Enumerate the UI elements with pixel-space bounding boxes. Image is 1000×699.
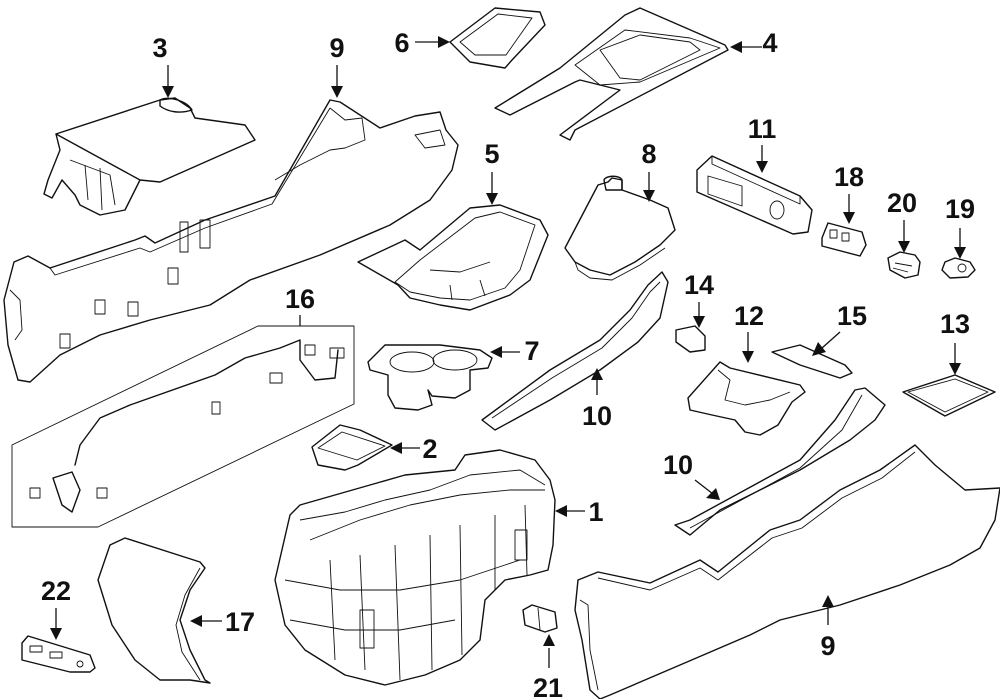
callout-18: 18: [834, 162, 864, 224]
svg-text:9: 9: [329, 33, 344, 63]
callout-1: 1: [555, 497, 604, 527]
svg-text:17: 17: [225, 607, 255, 637]
callout-11: 11: [748, 114, 777, 173]
part-shift-boot[interactable]: [564, 175, 676, 281]
callout-2: 2: [390, 434, 438, 464]
svg-text:7: 7: [524, 336, 539, 366]
part-switch-panel[interactable]: [696, 155, 813, 235]
part-console-side-panel-right[interactable]: [574, 444, 1000, 699]
callout-12: 12: [734, 301, 764, 363]
callout-10-left: 10: [582, 368, 612, 431]
callout-3: 3: [152, 33, 174, 98]
part-usb-port[interactable]: [821, 222, 867, 257]
svg-text:5: 5: [484, 139, 499, 169]
svg-text:10: 10: [663, 450, 693, 480]
part-retainer[interactable]: [522, 604, 558, 633]
callout-14: 14: [684, 270, 714, 328]
part-tray-insert[interactable]: [311, 424, 393, 471]
svg-text:19: 19: [945, 194, 975, 224]
callout-8: 8: [641, 139, 657, 202]
part-mounting-bracket[interactable]: [687, 361, 806, 436]
part-aux-outlet[interactable]: [941, 257, 976, 279]
svg-text:14: 14: [684, 270, 714, 300]
callout-21: 21: [533, 634, 563, 699]
svg-text:1: 1: [588, 497, 603, 527]
part-clip[interactable]: [675, 325, 706, 353]
callout-17: 17: [190, 607, 255, 637]
part-rear-usb-module[interactable]: [21, 635, 96, 673]
callout-6: 6: [394, 28, 450, 58]
callout-22: 22: [41, 576, 71, 640]
part-side-trim-right[interactable]: [674, 387, 886, 536]
callout-5: 5: [484, 139, 500, 205]
svg-text:21: 21: [533, 673, 563, 699]
part-shifter-bezel[interactable]: [357, 204, 549, 311]
part-rear-end-cap[interactable]: [97, 537, 211, 684]
part-armrest-lid[interactable]: [43, 97, 256, 216]
callout-20: 20: [887, 188, 917, 253]
svg-text:13: 13: [940, 309, 970, 339]
svg-text:9: 9: [820, 631, 835, 661]
part-side-trim-left[interactable]: [481, 271, 669, 431]
callout-4: 4: [730, 28, 778, 58]
svg-text:20: 20: [887, 188, 917, 218]
part-console-side-panel-left[interactable]: [3, 99, 459, 383]
svg-text:18: 18: [834, 162, 864, 192]
callout-19: 19: [945, 194, 975, 259]
callout-10-right: 10: [663, 450, 720, 500]
part-console-base[interactable]: [274, 449, 556, 686]
part-wiring-harness[interactable]: [11, 325, 355, 528]
callout-7: 7: [490, 336, 540, 366]
svg-text:12: 12: [734, 301, 764, 331]
callout-15: 15: [812, 301, 867, 356]
svg-text:22: 22: [41, 576, 71, 606]
part-trim-strip[interactable]: [771, 344, 853, 379]
svg-text:3: 3: [152, 33, 167, 63]
part-upper-trim-panel[interactable]: [494, 7, 729, 141]
svg-text:15: 15: [837, 301, 867, 331]
part-power-outlet[interactable]: [887, 251, 921, 279]
svg-text:16: 16: [285, 284, 315, 314]
part-mat[interactable]: [902, 374, 996, 417]
part-cup-holder[interactable]: [367, 344, 493, 411]
svg-text:11: 11: [748, 114, 777, 144]
part-small-trim-bezel[interactable]: [449, 7, 546, 69]
svg-text:10: 10: [582, 401, 612, 431]
svg-text:2: 2: [422, 434, 437, 464]
svg-text:4: 4: [762, 28, 777, 58]
svg-text:8: 8: [641, 139, 656, 169]
svg-text:6: 6: [394, 28, 409, 58]
callout-9-lower: 9: [820, 595, 836, 661]
callout-9-upper: 9: [329, 33, 345, 98]
callout-13: 13: [940, 309, 970, 375]
callout-16: 16: [285, 284, 315, 326]
